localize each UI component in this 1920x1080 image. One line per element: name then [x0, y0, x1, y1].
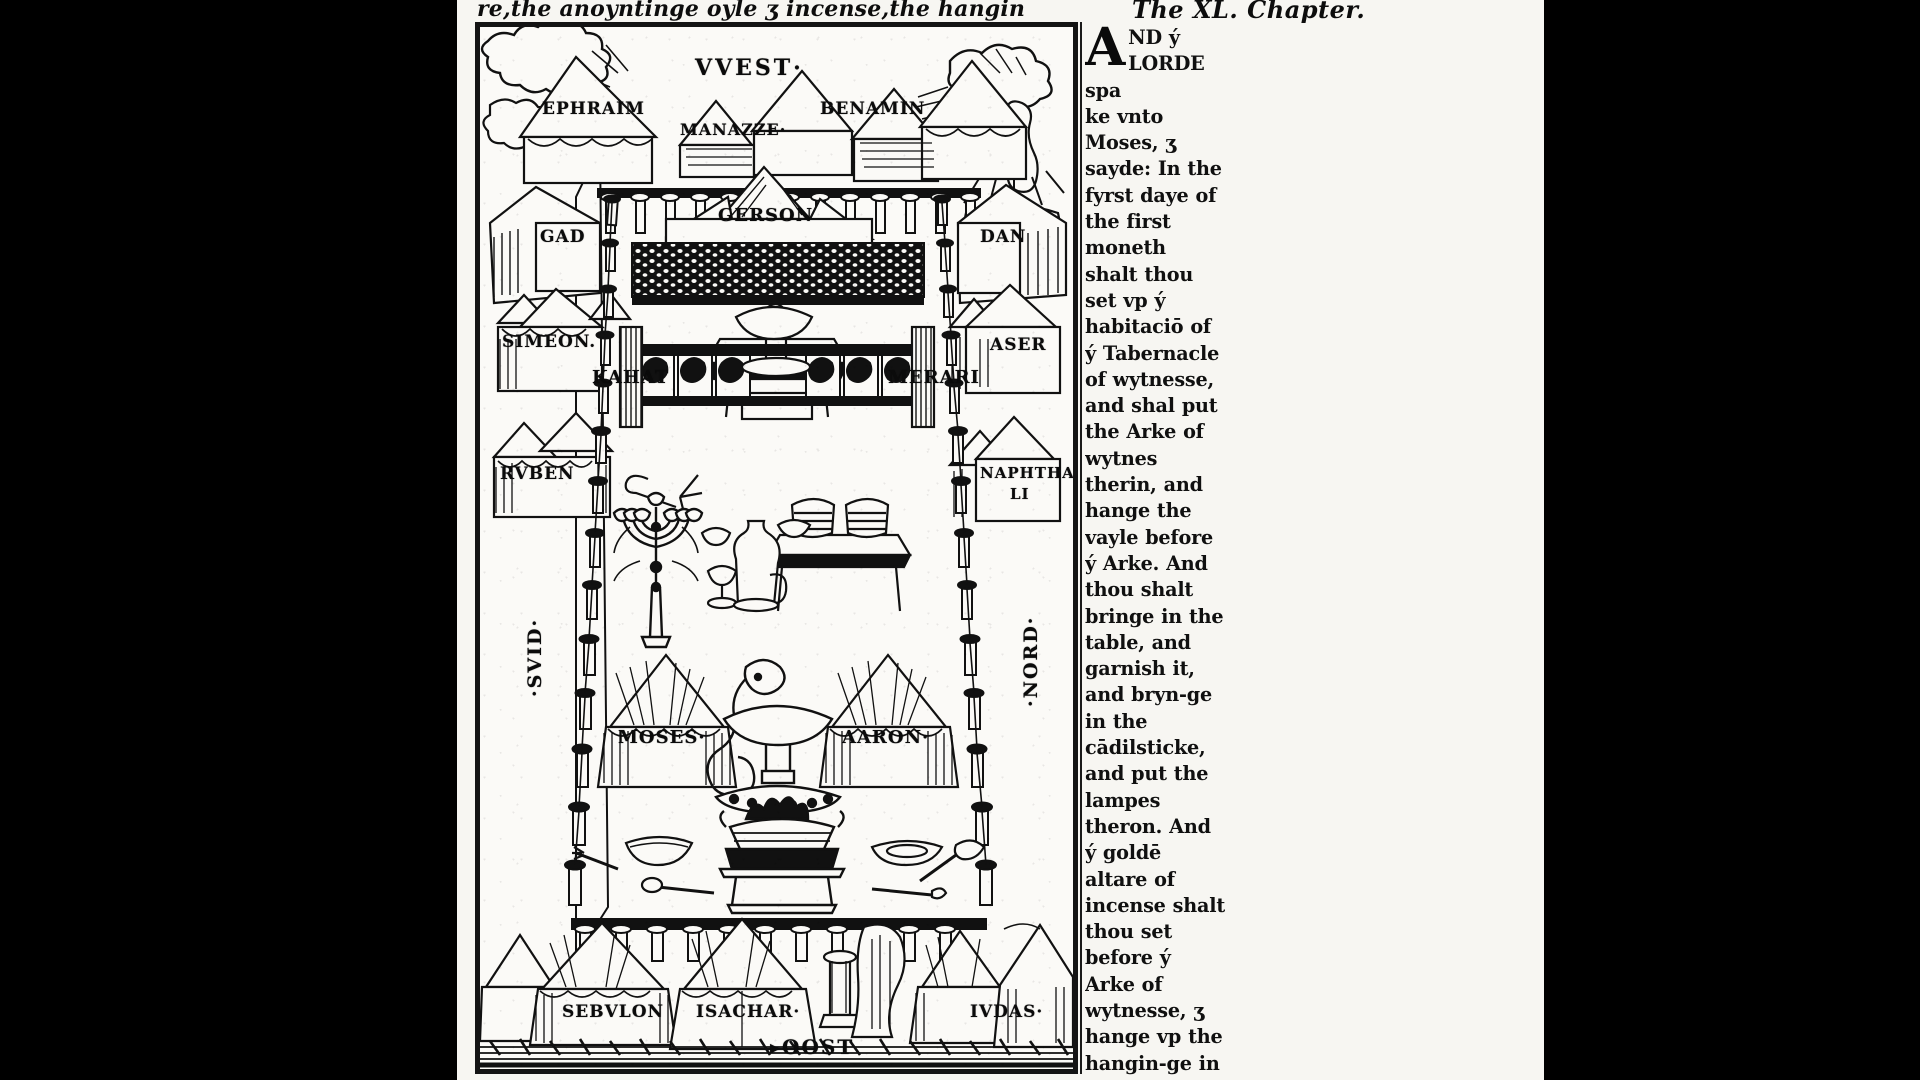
label-gad: GAD	[540, 227, 586, 247]
tabernacle-camp-engraving	[480, 27, 1073, 1069]
woodcut-canvas: VVEST· EPHRAIM MANAZZE· BENAMIN GAD DAN …	[480, 27, 1073, 1069]
running-header: re,the anoyntinge oyle ʒ incense,the han…	[457, 0, 1544, 30]
label-dan: DAN	[980, 227, 1027, 247]
label-sebulon: SEBVLON	[562, 1002, 665, 1022]
header-chapter-label: The XL. Chapter.	[1132, 0, 1366, 24]
label-naphthali: NAPHTHA	[980, 464, 1075, 482]
label-gerson: GERSON	[718, 205, 814, 226]
label-nord: ·NORD·	[1020, 615, 1042, 707]
label-svid: ·SVID·	[524, 617, 546, 697]
label-aser: ASER	[990, 335, 1047, 355]
label-ruben: RVBEN	[500, 464, 575, 484]
header-catchline: re,the anoyntinge oyle ʒ incense,the han…	[477, 0, 1026, 22]
woodcut-illustration: VVEST· EPHRAIM MANAZZE· BENAMIN GAD DAN …	[475, 22, 1078, 1074]
label-kahat: KAHAT	[592, 367, 670, 388]
label-benamin: BENAMIN	[820, 99, 926, 119]
label-west: VVEST·	[695, 55, 804, 81]
label-manasse: MANAZZE·	[680, 120, 787, 139]
label-ephraim: EPHRAIM	[542, 99, 645, 119]
label-oost: ▸OOST	[770, 1035, 855, 1059]
label-aaron: AARON·	[842, 727, 930, 748]
label-naphthali-cont: LI	[1010, 485, 1030, 503]
drop-cap: A	[1085, 25, 1126, 78]
label-merari: MERARI	[888, 367, 980, 388]
label-iudas: IVDAS·	[970, 1002, 1044, 1022]
scripture-opening: ND ý LORDE spa	[1085, 26, 1205, 102]
label-simeon: SIMEON.	[502, 332, 597, 352]
label-moses: MOSES·	[618, 727, 706, 748]
label-isachar: ISACHAR·	[696, 1002, 801, 1022]
scripture-body: ke vnto Moses, ʒ sayde: In the fyrst day…	[1085, 104, 1225, 1075]
column-rule	[1080, 22, 1082, 1074]
